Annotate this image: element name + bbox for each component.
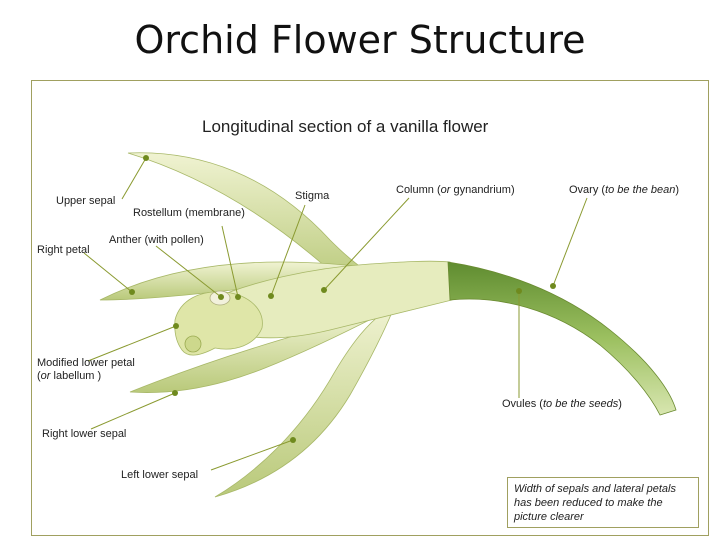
label-upper-sepal: Upper sepal <box>56 195 116 207</box>
label-anther: Anther (with pollen) <box>109 234 204 246</box>
label-labellum: Modified lower petal(or labellum ) <box>37 357 135 382</box>
label-ovary: Ovary (to be the bean) <box>569 184 680 196</box>
label-right-petal: Right petal <box>37 244 90 256</box>
ovary-shape <box>447 261 677 416</box>
label-rostellum: Rostellum (membrane) <box>133 207 245 219</box>
leader-lines <box>83 157 588 471</box>
label-left-lower-sepal: Left lower sepal <box>121 469 199 481</box>
note-box: Width of sepals and lateral petals has b… <box>507 477 699 528</box>
label-right-lower-sepal: Right lower sepal <box>42 428 127 440</box>
leader-dots <box>129 155 556 443</box>
label-ovules: Ovules (to be the seeds) <box>502 398 622 410</box>
diagram-title: Longitudinal section of a vanilla flower <box>202 117 489 136</box>
label-stigma: Stigma <box>295 190 330 202</box>
slide-title: Orchid Flower Structure <box>134 18 586 62</box>
label-column: Column (or gynandrium) <box>396 184 515 196</box>
